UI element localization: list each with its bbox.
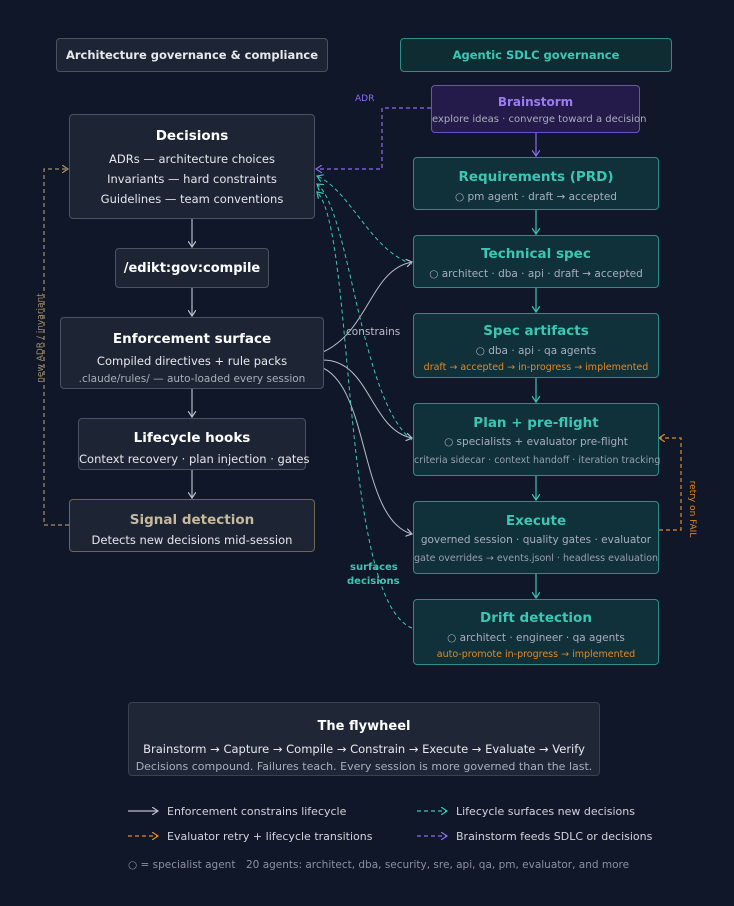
- decisions-title: Decisions: [155, 128, 229, 144]
- retry-edge-label: retry on FAIL: [687, 480, 697, 538]
- execute-line-1: governed session · quality gates · evalu…: [420, 534, 652, 546]
- right-column-header-label: Agentic SDLC governance: [452, 48, 620, 62]
- drift-title: Drift detection: [480, 610, 592, 626]
- artifacts-title: Spec artifacts: [483, 323, 589, 339]
- decisions-line-invariants: Invariants — hard constraints: [107, 172, 277, 186]
- legend-solid-label: Enforcement constrains lifecycle: [167, 805, 347, 818]
- new-adr-loop-arrow: [43, 169, 69, 526]
- legend-samples: [128, 811, 447, 836]
- compile-node: /edikt:gov:compile: [115, 248, 269, 288]
- prd-line-1: ○ pm agent · draft → accepted: [455, 191, 617, 203]
- spec-artifacts-node: Spec artifacts ○ dba · api · qa agents d…: [413, 313, 659, 378]
- brainstorm-line-1: explore ideas · converge toward a decisi…: [432, 114, 647, 125]
- artifacts-line-1: ○ dba · api · qa agents: [475, 345, 597, 357]
- plan-line-2: criteria sidecar · context handoff · ite…: [414, 455, 661, 466]
- execute-title: Execute: [505, 513, 567, 529]
- artifacts-line-2: draft → accepted → in-progress → impleme…: [423, 362, 649, 373]
- legend-note-specialist: ○ = specialist agent: [128, 859, 236, 871]
- left-column-header-label: Architecture governance & compliance: [65, 48, 319, 62]
- decisions-line-adrs: ADRs — architecture choices: [109, 152, 275, 166]
- plan-title: Plan + pre-flight: [473, 415, 599, 431]
- prd-title: Requirements (PRD): [458, 169, 614, 185]
- enforcement-line-2: .claude/rules/ — auto-loaded every sessi…: [78, 373, 306, 385]
- signal-line-1: Detects new decisions mid-session: [91, 533, 293, 547]
- technical-spec-node: Technical spec ○ architect · dba · api ·…: [413, 235, 659, 288]
- legend-purple-dash-label: Brainstorm feeds SDLC or decisions: [456, 830, 653, 843]
- legend-teal-dash-label: Lifecycle surfaces new decisions: [456, 805, 635, 818]
- flywheel-title: The flywheel: [317, 719, 411, 734]
- surfaces-decisions-arrows: [317, 176, 413, 629]
- execute-node: Execute governed session · quality gates…: [413, 501, 659, 574]
- flywheel-panel: The flywheel Brainstorm → Capture → Comp…: [128, 702, 600, 776]
- decisions-node: Decisions ADRs — architecture choices In…: [69, 114, 315, 219]
- flywheel-line-2: Decisions compound. Failures teach. Ever…: [135, 760, 593, 773]
- hooks-title: Lifecycle hooks: [133, 430, 251, 446]
- brainstorm-title: Brainstorm: [497, 95, 574, 109]
- signal-detection-node: Signal detection Detects new decisions m…: [69, 499, 315, 552]
- techspec-title: Technical spec: [481, 246, 591, 262]
- surfaces-edge-label-1: surfaces: [350, 562, 398, 573]
- constrains-edge-label: constrains: [346, 326, 401, 338]
- techspec-line-1: ○ architect · dba · api · draft → accept…: [429, 268, 643, 280]
- enforcement-title: Enforcement surface: [112, 331, 272, 347]
- legend-orange-dash-label: Evaluator retry + lifecycle transitions: [167, 830, 373, 843]
- surfaces-edge-label-2: decisions: [347, 576, 400, 587]
- execute-line-2: gate overrides → events.jsonl · headless…: [414, 553, 659, 564]
- flywheel-line-1: Brainstorm → Capture → Compile → Constra…: [143, 742, 585, 756]
- hooks-line-1: Context recovery · plan injection · gate…: [79, 452, 310, 466]
- decisions-line-guidelines: Guidelines — team conventions: [100, 192, 284, 206]
- brainstorm-to-decisions-arrow: [316, 107, 431, 169]
- constrains-arrows: [322, 262, 412, 534]
- drift-line-1: ○ architect · engineer · qa agents: [447, 632, 625, 644]
- enforcement-line-1: Compiled directives + rule packs: [96, 354, 288, 368]
- retry-loop-arrow: [659, 438, 682, 531]
- plan-preflight-node: Plan + pre-flight ○ specialists + evalua…: [413, 403, 661, 476]
- compile-title: /edikt:gov:compile: [123, 261, 261, 276]
- enforcement-surface-node: Enforcement surface Compiled directives …: [60, 317, 324, 389]
- left-column-header: Architecture governance & compliance: [56, 38, 328, 72]
- signal-title: Signal detection: [129, 512, 255, 528]
- right-column-header: Agentic SDLC governance: [400, 38, 672, 72]
- drift-line-2: auto-promote in-progress → implemented: [436, 649, 636, 660]
- adr-edge-label: ADR: [355, 94, 375, 104]
- plan-line-1: ○ specialists + evaluator pre-flight: [444, 436, 628, 448]
- new-adr-edge-label: new ADR / invariant: [36, 293, 46, 383]
- drift-detection-node: Drift detection ○ architect · engineer ·…: [413, 599, 659, 665]
- brainstorm-node: Brainstorm explore ideas · converge towa…: [431, 85, 647, 133]
- legend-note-agents: 20 agents: architect, dba, security, sre…: [246, 859, 630, 871]
- prd-node: Requirements (PRD) ○ pm agent · draft → …: [413, 157, 659, 210]
- lifecycle-hooks-node: Lifecycle hooks Context recovery · plan …: [78, 418, 310, 470]
